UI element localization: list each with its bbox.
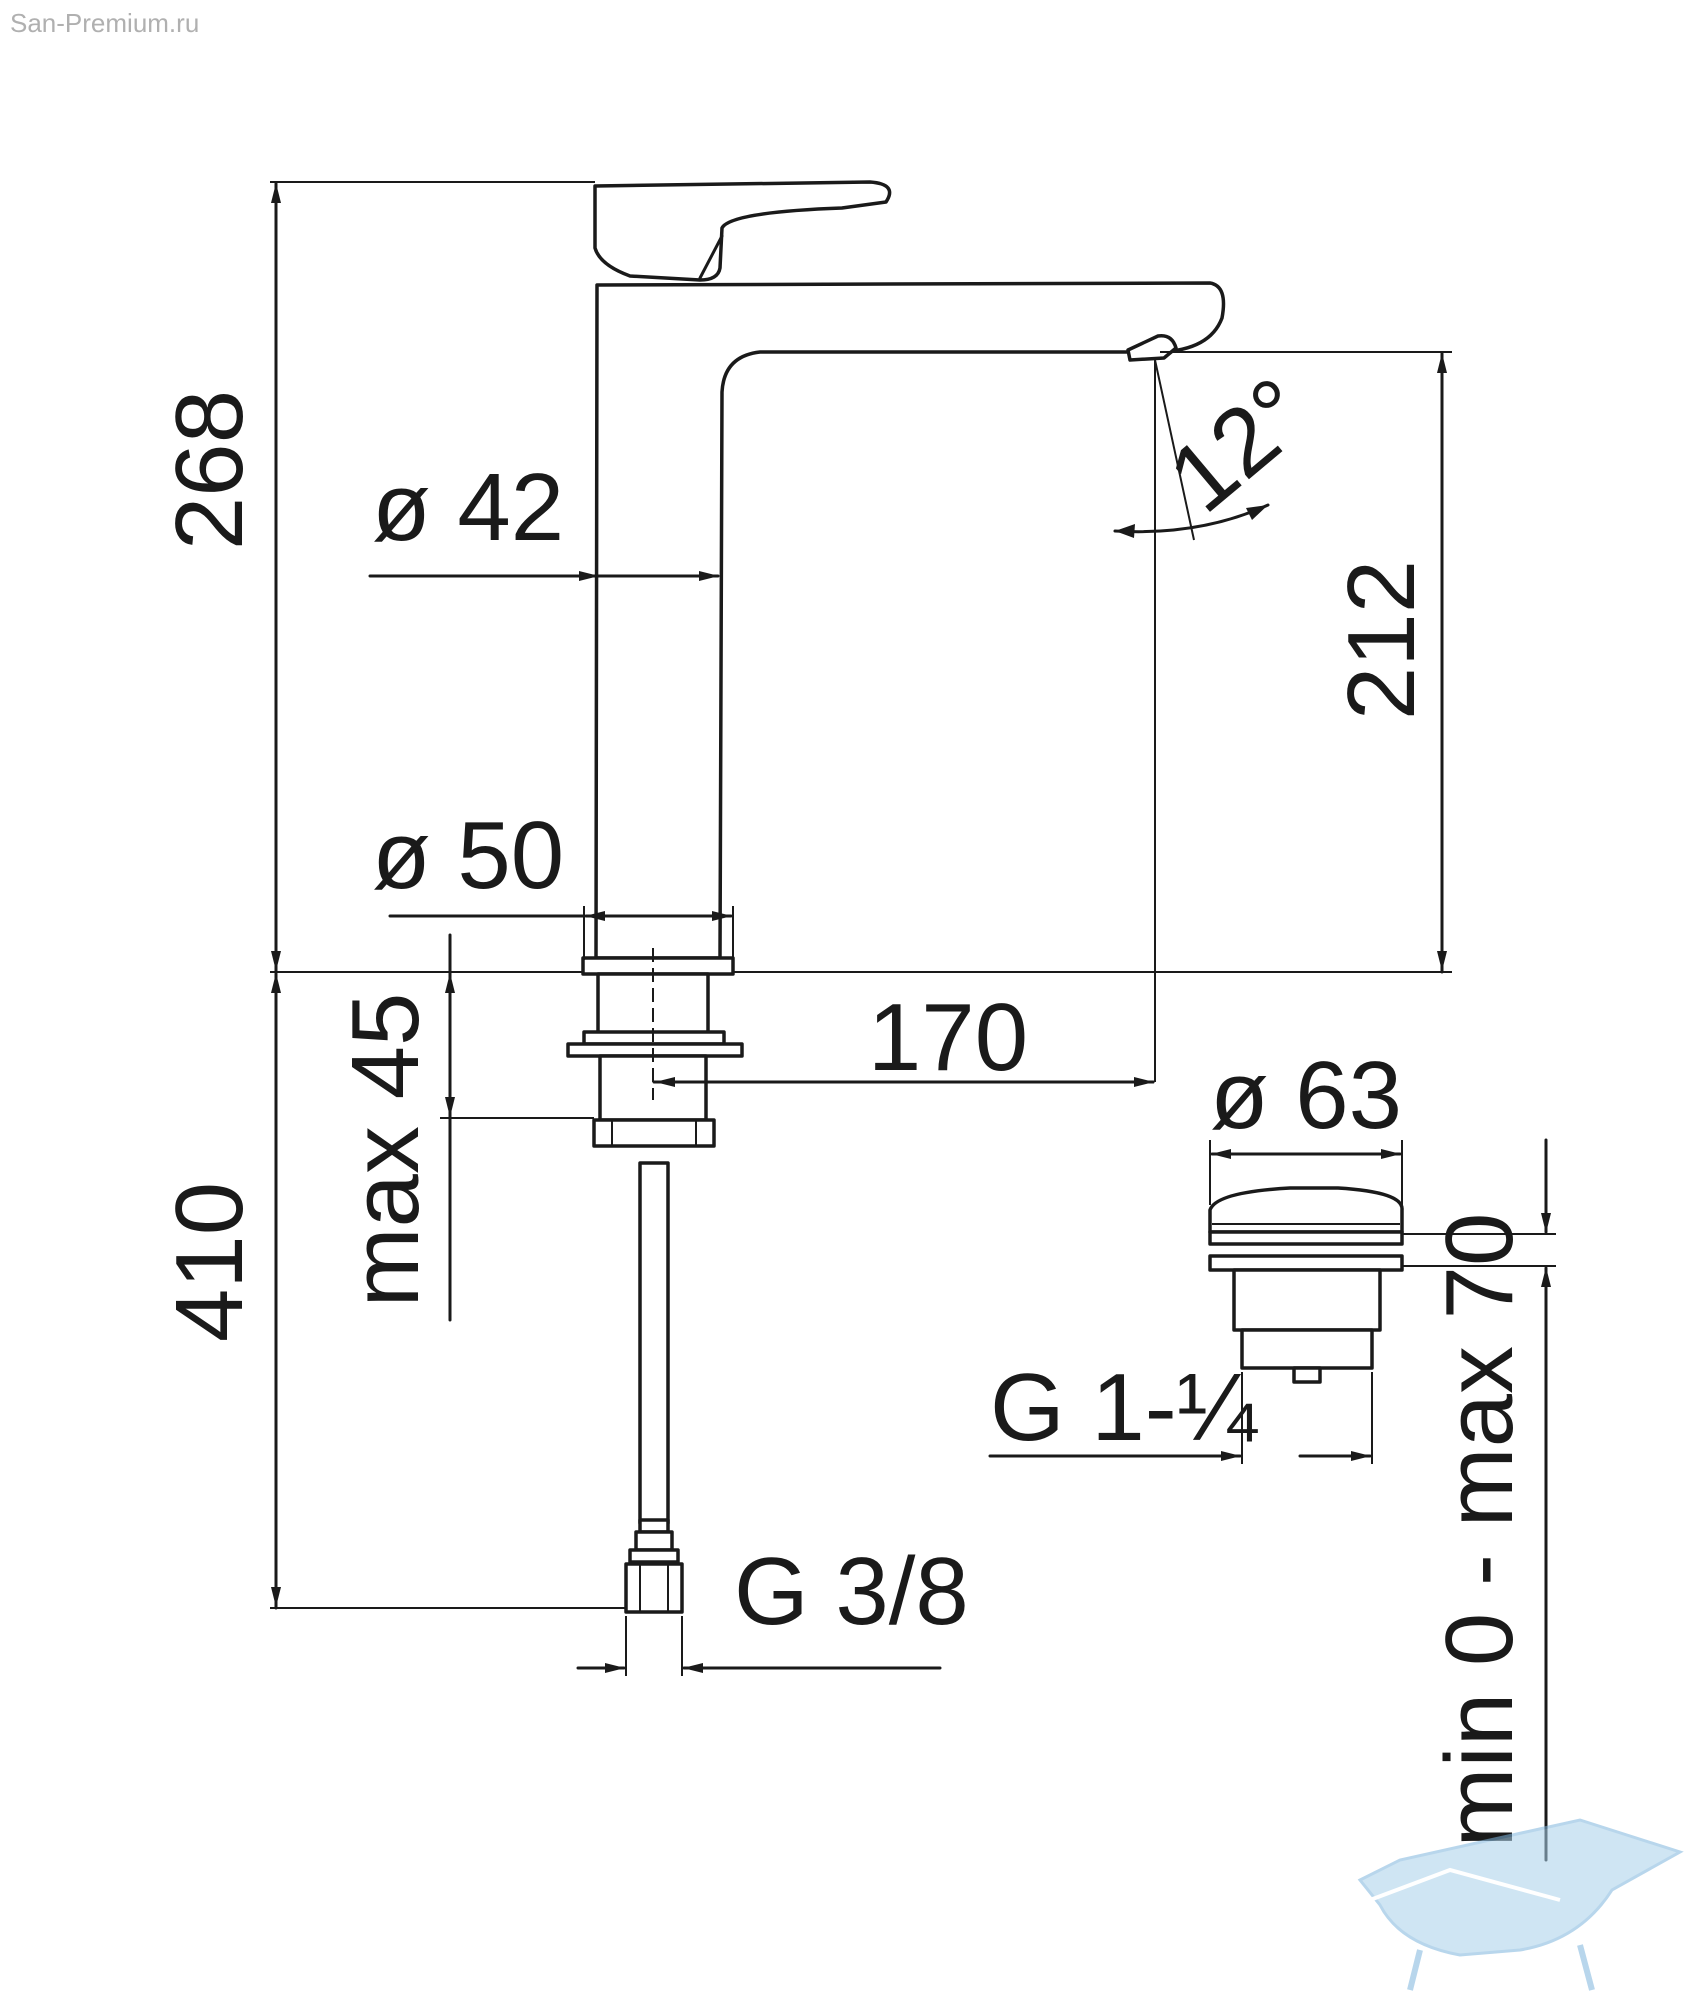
bathtub-logo — [1357, 1818, 1684, 1991]
aerator — [1126, 334, 1178, 362]
dim-diameter-50: ø 50 — [372, 802, 564, 909]
dim-angle-12: 12° — [1149, 357, 1329, 532]
hose-nut-g38 — [624, 1562, 684, 1614]
dim-268: 268 — [156, 390, 263, 550]
waste-cap — [1208, 1186, 1404, 1234]
faucet-column-and-spout — [594, 281, 1226, 960]
fixing-nut — [592, 1118, 716, 1148]
faucet-dimensions: 268 ø 42 ø 50 212 12° 170 — [156, 181, 1452, 1676]
waste-drain — [1208, 1186, 1404, 1384]
dim-212: 212 — [1328, 560, 1435, 720]
faucet-body — [566, 180, 1226, 1614]
base-ring — [581, 956, 735, 976]
washer — [566, 1042, 744, 1058]
waste-body — [1232, 1268, 1382, 1332]
lever-handle — [593, 180, 892, 282]
dim-diameter-42: ø 42 — [372, 454, 564, 561]
dim-max-45: max 45 — [332, 993, 439, 1308]
dim-170: 170 — [868, 984, 1028, 1091]
dim-g-1-1-4: G 1-¼ — [990, 1354, 1259, 1461]
waste-dimensions: ø 63 G 1-¼ min 0 - max 70 — [988, 1042, 1556, 1862]
flexible-hose — [638, 1161, 670, 1525]
mounting-stud — [596, 972, 710, 1036]
dim-min-0-max-70: min 0 - max 70 — [1426, 1213, 1533, 1848]
watermark-text: San-Premium.ru — [10, 8, 199, 38]
dim-diameter-63: ø 63 — [1210, 1042, 1402, 1149]
dim-g-3-8: G 3/8 — [734, 1538, 969, 1645]
dim-410: 410 — [156, 1182, 263, 1342]
